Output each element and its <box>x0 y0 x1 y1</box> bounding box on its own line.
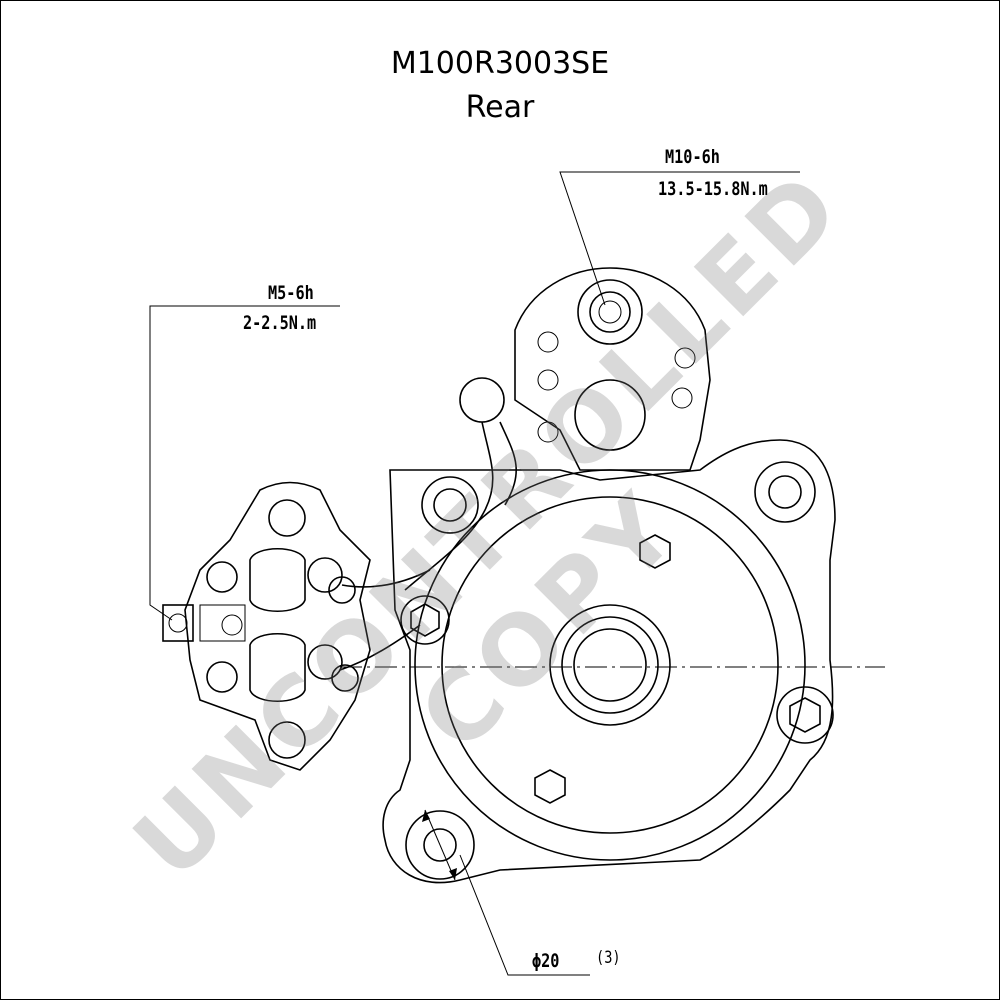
relay-wire-1 <box>341 569 431 588</box>
relay-terminal-screw <box>168 613 188 633</box>
solenoid-screw-2 <box>537 369 559 391</box>
solenoid-screw-1 <box>537 331 559 353</box>
housing-outline <box>382 439 836 884</box>
relay-wire-2 <box>339 624 421 671</box>
solenoid-terminal-stud <box>589 291 631 333</box>
terminal-hex <box>410 603 440 637</box>
relay-screw-bottom <box>268 721 306 759</box>
relay-screw-left-bottom <box>206 661 238 693</box>
mount-ear-top-left <box>421 476 479 534</box>
m5-thread-spec: M5-6h <box>268 282 314 304</box>
m10-torque-spec: 13.5-15.8N.m <box>658 178 768 200</box>
part-number-title: M100R3003SE <box>390 46 610 81</box>
relay-module-body <box>184 481 371 771</box>
m10-thread-spec: M10-6h <box>665 146 720 168</box>
diameter-arrow-bottom <box>449 868 457 880</box>
wire-harness-2 <box>499 421 517 506</box>
relay-terminal-block <box>162 604 194 642</box>
solenoid-body <box>514 267 711 471</box>
bearing-boss-outer <box>549 604 671 726</box>
relay-coil-upper <box>249 548 306 612</box>
leader-diameter <box>459 854 590 976</box>
solenoid-screw-4 <box>674 347 696 369</box>
relay-terminal-top <box>307 557 343 593</box>
bearing-boss-mid <box>561 616 659 714</box>
relay-terminal-bottom <box>307 644 343 680</box>
terminal-boss <box>400 595 450 645</box>
mount-ear-top-right <box>754 461 816 523</box>
relay-screw-left-top <box>206 561 238 593</box>
relay-bracket <box>199 604 246 642</box>
mount-hole-bottom <box>423 828 457 862</box>
mount-hole-top-right <box>768 475 802 509</box>
bolt-hole-quantity: (3) <box>596 948 621 968</box>
wire-connector-top <box>459 377 505 423</box>
hex-bolt-bottom <box>534 769 566 804</box>
solenoid-terminal-boss <box>577 279 643 345</box>
end-frame-inner <box>441 496 779 834</box>
diameter-arrow-top <box>422 810 430 822</box>
bearing-boss-inner <box>573 628 647 702</box>
bolt-hole-diameter: ϕ20 <box>532 950 560 972</box>
hex-bolt-top <box>639 534 671 569</box>
solenoid-cap <box>574 379 646 451</box>
relay-bracket-pin <box>221 614 243 636</box>
view-label: Rear <box>465 90 535 125</box>
leader-m10 <box>559 171 800 306</box>
solenoid-screw-5 <box>671 387 693 409</box>
mount-hole-top-left <box>433 488 467 522</box>
relay-screw-top <box>268 499 306 537</box>
relay-coil-lower <box>249 633 306 702</box>
through-bolt-boss <box>776 686 834 744</box>
m5-torque-spec: 2-2.5N.m <box>243 312 317 334</box>
leader-m5 <box>149 305 340 621</box>
solenoid-screw-3 <box>537 421 559 443</box>
mount-ear-bottom <box>405 810 475 880</box>
wire-harness-1 <box>404 421 494 591</box>
through-bolt-hex <box>789 697 821 733</box>
solenoid-terminal-center <box>598 300 622 324</box>
diameter-dim-line <box>424 809 456 881</box>
